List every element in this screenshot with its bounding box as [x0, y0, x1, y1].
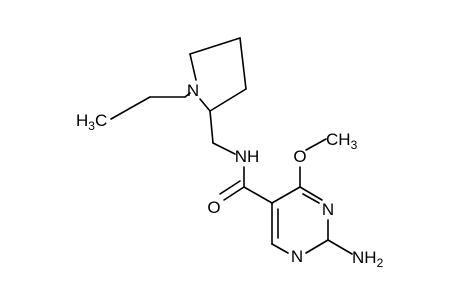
bond-ch2-nh [212, 142, 236, 155]
bond-c5-c4 [189, 37, 241, 55]
bond-carbonyl-o-1 [223, 186, 245, 201]
bond-c5-c4 [271, 186, 301, 204]
amino-label: NH2 [352, 248, 384, 270]
bond-carbonyl-o-2 [219, 180, 241, 195]
bond-c2-amino [327, 239, 353, 255]
ring-nitrogen-label: N [187, 81, 199, 100]
bond-layer [110, 37, 353, 255]
bond-c2-n1 [199, 98, 211, 112]
bond-carbonyl-c5 [243, 186, 273, 204]
methoxy-ch3-label: CH3 [326, 130, 358, 152]
bond-o-ch3 [305, 138, 327, 151]
bond-n1-c6 [271, 243, 289, 254]
methoxy-oxygen-label: O [293, 147, 306, 166]
bond-ch3-ch2 [110, 96, 151, 120]
bond-c4-n3 [299, 186, 323, 201]
carbonyl-oxygen-label: O [207, 198, 220, 217]
pyrimidine-n1-label: N [291, 247, 303, 266]
bond-n1-c5 [189, 53, 197, 81]
propyl-ch3-label: H3C [76, 111, 107, 133]
bond-c2-ch2 [209, 110, 214, 144]
bond-c4-c3 [239, 37, 247, 90]
atom-label-layer: H3C N NH O CH3 O N N NH2 [76, 81, 384, 270]
bond-c2-n1 [305, 239, 329, 254]
bond-c3-c2 [209, 88, 247, 112]
bond-ch2-nring [184, 92, 191, 98]
bond-c4-n3-inner [302, 193, 320, 204]
pyrimidine-n3-label: N [322, 200, 334, 219]
amide-nh-label: NH [235, 147, 260, 166]
